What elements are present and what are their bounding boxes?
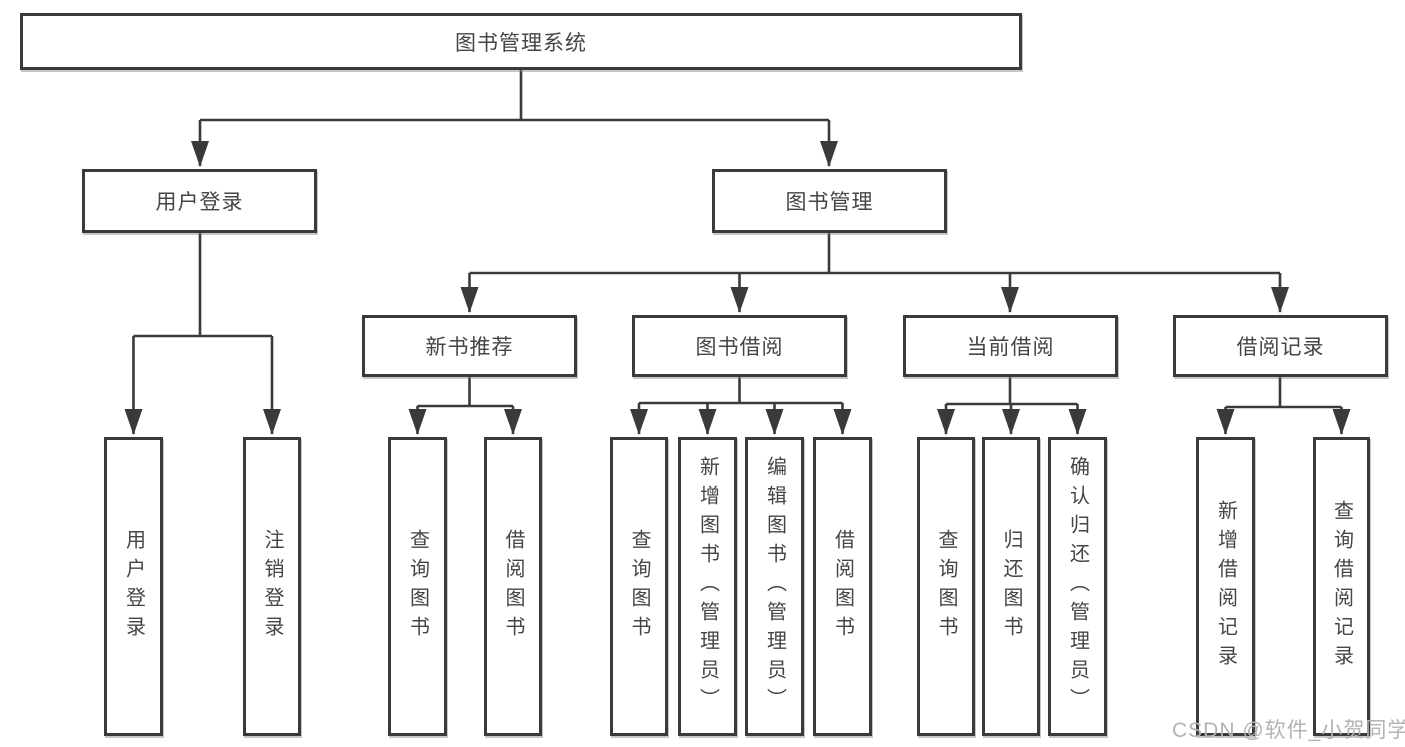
leaf-borrow-books-2: 借阅图书 [813, 437, 872, 736]
leaf-label: 新增借阅记录 [1214, 499, 1237, 674]
leaf-label: 确认归还（管理员） [1066, 456, 1089, 717]
leaf-label: 编辑图书（管理员） [763, 456, 786, 717]
leaf-borrow-books-1: 借阅图书 [484, 437, 542, 736]
leaf-label: 用户登录 [122, 528, 145, 645]
node-book-borrow: 图书借阅 [632, 315, 847, 377]
leaf-add-borrow-record: 新增借阅记录 [1196, 437, 1255, 736]
leaf-label: 查询图书 [935, 528, 957, 645]
leaf-label: 查询图书 [406, 528, 429, 645]
leaf-user-login: 用户登录 [104, 437, 163, 736]
node-current-borrow-label: 当前借阅 [966, 336, 1055, 359]
node-user-login: 用户登录 [82, 169, 317, 233]
node-new-book-recommend: 新书推荐 [362, 315, 577, 377]
leaf-label: 借阅图书 [502, 528, 524, 645]
leaf-label: 借阅图书 [831, 528, 854, 645]
node-current-borrow: 当前借阅 [903, 315, 1118, 377]
node-borrow-records-label: 借阅记录 [1236, 336, 1325, 359]
leaf-label: 注销登录 [261, 528, 283, 645]
leaf-return-books: 归还图书 [982, 437, 1040, 736]
leaf-label: 查询图书 [628, 528, 650, 645]
leaf-confirm-return-admin: 确认归还（管理员） [1048, 437, 1107, 736]
csdn-watermark: CSDN @软件_小贺同学 [1172, 719, 1405, 742]
node-book-borrow-label: 图书借阅 [695, 336, 784, 359]
leaf-query-books-3: 查询图书 [917, 437, 975, 736]
node-book-management: 图书管理 [712, 169, 947, 233]
node-book-management-label: 图书管理 [785, 191, 874, 214]
leaf-label: 查询借阅记录 [1330, 499, 1353, 674]
leaf-query-books-2: 查询图书 [610, 437, 668, 736]
node-root: 图书管理系统 [20, 13, 1022, 70]
leaf-add-books-admin: 新增图书（管理员） [678, 437, 737, 736]
leaf-query-borrow-record: 查询借阅记录 [1313, 437, 1370, 736]
node-user-login-label: 用户登录 [155, 191, 244, 214]
leaf-query-books-1: 查询图书 [388, 437, 447, 736]
node-borrow-records: 借阅记录 [1173, 315, 1388, 377]
leaf-label: 新增图书（管理员） [696, 456, 719, 717]
leaf-logout: 注销登录 [243, 437, 301, 736]
node-new-book-recommend-label: 新书推荐 [425, 336, 514, 359]
leaf-label: 归还图书 [1000, 528, 1022, 645]
leaf-edit-books-admin: 编辑图书（管理员） [745, 437, 804, 736]
node-root-label: 图书管理系统 [455, 31, 587, 55]
